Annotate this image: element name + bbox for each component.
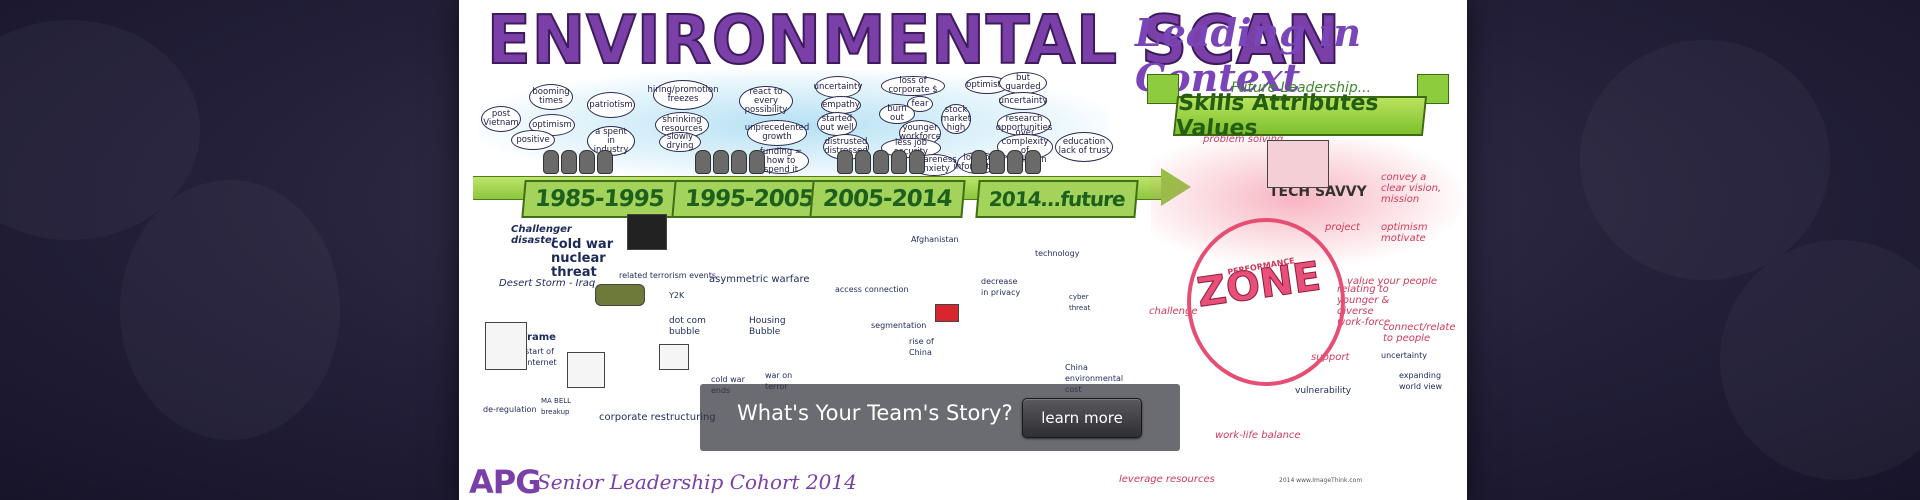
- note-deregulation: de-regulation: [483, 405, 537, 414]
- people-group: [695, 150, 765, 178]
- bubble: booming times: [529, 84, 573, 110]
- era-label: 2014...future: [975, 180, 1139, 218]
- people-group: [971, 150, 1041, 178]
- note-work-life: work-life balance: [1215, 430, 1301, 441]
- note-problem-solving: problem solving: [1203, 134, 1284, 145]
- zone-circle: [1187, 218, 1345, 386]
- note-access: access connection: [835, 285, 909, 294]
- note-support: support: [1311, 352, 1350, 363]
- overlay-headline: What's Your Team's Story?: [737, 401, 1013, 425]
- bubble: optimistic: [965, 76, 1009, 94]
- artist-credit: 2014 www.ImageThink.com: [1279, 477, 1363, 484]
- note-expanding: expanding world view: [1399, 371, 1442, 391]
- bubble: react to every possibility: [739, 86, 793, 116]
- bubble: but guarded: [999, 72, 1047, 94]
- era-label: 2005-2014: [809, 180, 966, 218]
- note-segmentation: segmentation: [871, 321, 927, 330]
- building-sketch: [567, 352, 605, 388]
- era-label: 1995-2005: [671, 180, 828, 218]
- era-label: 1985-1995: [521, 180, 678, 218]
- note-housing: Housing Bubble: [749, 316, 786, 337]
- cityscape-sketch: [1267, 140, 1329, 188]
- bubble: started out well: [817, 112, 857, 136]
- note-decrease-privacy: decrease in privacy: [981, 277, 1021, 297]
- ribbon-tail: [1147, 74, 1179, 104]
- bubble: stock market high: [940, 104, 972, 134]
- newspaper-sketch: [627, 214, 667, 250]
- bubble: positive: [511, 130, 555, 150]
- note-afghanistan: Afghanistan: [911, 235, 959, 244]
- note-asymmetric: asymmetric warfare: [709, 274, 810, 285]
- note-value-people: value your people: [1347, 276, 1438, 287]
- poster-title: ENVIRONMENTAL SCAN: [486, 1, 1342, 81]
- note-vulnerability: vulnerability: [1295, 386, 1352, 396]
- learn-more-button[interactable]: learn more: [1022, 398, 1142, 438]
- note-vision: convey a clear vision, mission: [1381, 172, 1442, 205]
- tablet-sketch: [659, 344, 689, 370]
- note-optimism: optimism motivate: [1381, 222, 1428, 244]
- environmental-scan-poster: ENVIRONMENTAL SCAN Leading in Context bo…: [459, 0, 1467, 500]
- footer-org: APG: [469, 463, 541, 500]
- skills-ribbon: Skills Attributes Values: [1172, 91, 1428, 141]
- future-leadership-label: Future Leadership...: [1231, 80, 1372, 96]
- note-cold-war: cold war nuclear threat: [551, 237, 614, 280]
- note-terrorism: related terrorism events: [619, 271, 717, 280]
- bubble: post Vietnam: [481, 106, 521, 132]
- note-connect: connect/relate to people: [1383, 322, 1456, 344]
- note-internet: start of internet: [525, 347, 557, 367]
- note-challenger: Challenger disaster: [511, 224, 572, 246]
- note-y2k: Y2K: [669, 291, 685, 300]
- note-technology: technology: [1035, 249, 1080, 258]
- tank-sketch: [595, 284, 645, 306]
- bubble: unprecedented growth: [745, 120, 809, 146]
- story-overlay: What's Your Team's Story? learn more: [700, 384, 1180, 451]
- bubble: uncertainty: [814, 76, 862, 98]
- bubble: slowly drying: [659, 132, 701, 152]
- footer-cohort: Senior Leadership Cohort 2014: [537, 470, 857, 494]
- note-uncertainty: uncertainty: [1381, 351, 1427, 360]
- bubble: hiring/promotion freezes: [648, 80, 718, 110]
- background-blob: [1720, 240, 1920, 480]
- note-desert-storm: Desert Storm - Iraq: [499, 278, 596, 289]
- note-tech-savvy: TECH SAVVY: [1269, 184, 1367, 200]
- bubble: burn out: [879, 104, 915, 124]
- note-rise-china: rise of China: [909, 337, 934, 357]
- computer-sketch: [485, 322, 527, 370]
- note-cyber: cyber threat: [1069, 293, 1091, 312]
- note-dotcom: dot com bubble: [669, 316, 706, 337]
- note-ma-bell: MA BELL breakup: [541, 397, 572, 416]
- bubble: fear: [907, 96, 933, 112]
- note-challenge: challenge: [1149, 306, 1198, 317]
- people-group: [837, 150, 925, 178]
- bubble: uncertainty: [999, 92, 1047, 110]
- note-leverage: leverage resources: [1119, 474, 1215, 485]
- people-group: [543, 150, 613, 178]
- note-project: project: [1325, 222, 1360, 233]
- bubble: loss of corporate $: [881, 76, 945, 96]
- bubble: a spent in industry: [587, 126, 635, 156]
- background-blob: [120, 180, 340, 440]
- flag-sketch: [935, 304, 959, 322]
- note-corporate: corporate restructuring: [599, 412, 716, 423]
- background-blob: [1580, 40, 1830, 280]
- bubble: education lack of trust: [1055, 132, 1113, 162]
- bubble: patriotism: [587, 92, 635, 118]
- note-relating: relating to younger & diverse work-force: [1337, 284, 1391, 328]
